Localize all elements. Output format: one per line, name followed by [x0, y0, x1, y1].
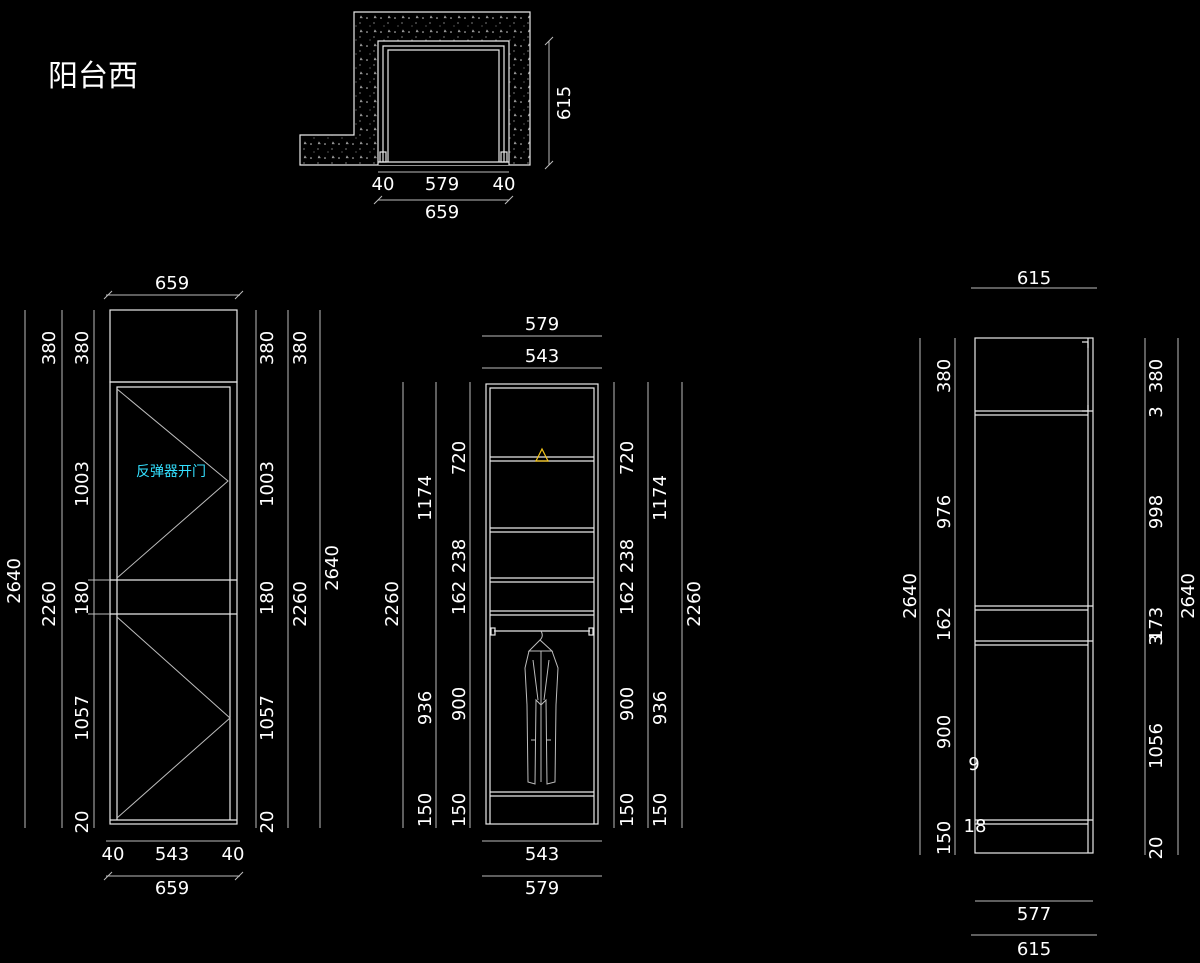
coat-hanger-icon — [524, 630, 559, 785]
front-right-inner-5: 20 — [257, 811, 278, 834]
side-left-inner-4: 900 — [934, 715, 955, 749]
side-right-inner-3: 998 — [1146, 495, 1167, 529]
plan-total-dim: 659 — [425, 202, 459, 223]
interior-right-inner-5: 150 — [617, 793, 638, 827]
interior-right-inner-3: 162 — [617, 581, 638, 615]
side-left-outer: 2640 — [900, 573, 921, 619]
side-bottom-inner: 577 — [1017, 904, 1051, 925]
front-right-inner-2: 1003 — [257, 461, 278, 507]
side-left-inner-2: 976 — [934, 495, 955, 529]
front-right-mid: 2260 — [290, 581, 311, 627]
front-left-mid: 2260 — [39, 581, 60, 627]
front-bottom-total: 659 — [155, 878, 189, 899]
page-title: 阳台西 — [48, 59, 138, 94]
side-left-inner-5: 150 — [934, 821, 955, 855]
plan-inner-dim: 579 — [425, 174, 459, 195]
front-left-outer: 2640 — [4, 558, 25, 604]
interior-left-outer: 2260 — [382, 581, 403, 627]
side-small-a: 9 — [968, 754, 979, 775]
front-right-inner-1: 380 — [257, 331, 278, 365]
side-right-inner-4: 173 — [1146, 607, 1167, 641]
plan-right-dim: 40 — [493, 174, 516, 195]
front-left-inner-5: 20 — [72, 811, 93, 834]
interior-elevation: 579 543 543 579 2260 1174 936 150 720 23… — [382, 314, 705, 899]
interior-top-outer: 579 — [525, 314, 559, 335]
plan-left-dim: 40 — [372, 174, 395, 195]
interior-left-inner-5: 150 — [449, 793, 470, 827]
front-left-inner-3: 180 — [72, 581, 93, 615]
front-bottom-left: 40 — [102, 844, 125, 865]
front-right-outer: 2640 — [322, 545, 343, 591]
front-right-inner-4: 1057 — [257, 695, 278, 741]
front-elevation: 反弹器开门 659 40 543 40 659 2640 2260 380 38… — [4, 273, 343, 899]
interior-left-inner-1: 720 — [449, 441, 470, 475]
side-right-inner-5: 3 — [1146, 634, 1167, 645]
interior-right-mid-3: 150 — [650, 793, 671, 827]
interior-right-mid-2: 936 — [650, 691, 671, 725]
plan-depth-dim: 615 — [554, 86, 575, 120]
side-top-width: 615 — [1017, 268, 1051, 289]
front-left-inner-4: 1057 — [72, 695, 93, 741]
side-bottom-outer: 615 — [1017, 939, 1051, 960]
side-right-outer: 2640 — [1178, 573, 1199, 619]
interior-right-outer: 2260 — [684, 581, 705, 627]
side-small-b: 18 — [964, 816, 987, 837]
front-left-inner-1: 380 — [72, 331, 93, 365]
interior-left-inner-2: 238 — [449, 539, 470, 573]
side-right-inner-6: 1056 — [1146, 723, 1167, 769]
front-right-inner-3: 180 — [257, 581, 278, 615]
interior-top-inner: 543 — [525, 346, 559, 367]
side-left-inner-3: 162 — [934, 607, 955, 641]
interior-left-inner-3: 162 — [449, 581, 470, 615]
interior-left-inner-4: 900 — [449, 687, 470, 721]
side-right-inner-7: 20 — [1146, 837, 1167, 860]
side-section: 615 577 615 2640 380 976 162 900 150 9 1… — [900, 268, 1199, 960]
interior-bottom-outer: 579 — [525, 878, 559, 899]
hook-icon — [535, 447, 549, 462]
interior-left-mid-1: 1174 — [415, 475, 436, 521]
interior-left-mid-3: 150 — [415, 793, 436, 827]
front-right-top: 380 — [290, 331, 311, 365]
front-left-top: 380 — [39, 331, 60, 365]
front-top-width: 659 — [155, 273, 189, 294]
side-right-inner-2: 3 — [1146, 406, 1167, 417]
door-note: 反弹器开门 — [136, 464, 206, 480]
interior-left-mid-2: 936 — [415, 691, 436, 725]
front-bottom-right: 40 — [222, 844, 245, 865]
plan-view: 615 40 579 40 659 — [299, 11, 575, 223]
interior-right-inner-1: 720 — [617, 441, 638, 475]
interior-bottom-inner: 543 — [525, 844, 559, 865]
side-right-inner-1: 380 — [1146, 359, 1167, 393]
interior-right-inner-4: 900 — [617, 687, 638, 721]
interior-right-inner-2: 238 — [617, 539, 638, 573]
side-left-inner-1: 380 — [934, 359, 955, 393]
interior-right-mid-1: 1174 — [650, 475, 671, 521]
front-bottom-mid: 543 — [155, 844, 189, 865]
front-left-inner-2: 1003 — [72, 461, 93, 507]
